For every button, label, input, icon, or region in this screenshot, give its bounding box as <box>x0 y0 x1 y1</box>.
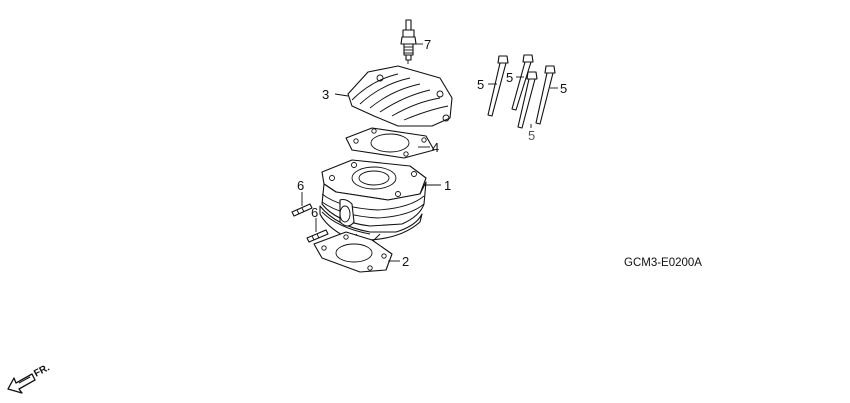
stud-bolt-middle-front[interactable] <box>517 71 538 129</box>
callout-dowel-pin-upper: 6 <box>297 178 304 193</box>
callout-head-gasket: 4 <box>432 140 439 155</box>
dowel-pin-upper[interactable] <box>291 203 313 217</box>
spark-plug[interactable] <box>400 19 417 64</box>
diagram-code: GCM3-E0200A <box>624 257 702 269</box>
callout-stud-bolt-right: 5 <box>560 81 567 96</box>
callout-dowel-pin-lower: 6 <box>311 205 318 220</box>
callout-cylinder-head: 3 <box>322 87 329 102</box>
head-gasket[interactable] <box>345 127 435 159</box>
front-label: FR. <box>32 362 52 379</box>
callout-cylinder: 1 <box>444 178 451 193</box>
cylinder[interactable] <box>319 159 427 243</box>
callout-stud-bolt-middle-front: 5 <box>528 128 535 143</box>
front-arrow-icon <box>7 373 36 394</box>
base-gasket[interactable] <box>313 231 393 273</box>
cylinder-head[interactable] <box>347 65 453 127</box>
dowel-pin-lower[interactable] <box>306 229 329 243</box>
stud-bolt-middle-back[interactable] <box>511 54 534 111</box>
callout-stud-bolt-middle-back: 5 <box>506 70 513 85</box>
callout-base-gasket: 2 <box>402 254 409 269</box>
callout-spark-plug: 7 <box>424 37 431 52</box>
stud-bolt-right[interactable] <box>535 65 556 125</box>
callout-stud-bolt-left: 5 <box>477 77 484 92</box>
stud-bolt-left[interactable] <box>487 55 509 117</box>
